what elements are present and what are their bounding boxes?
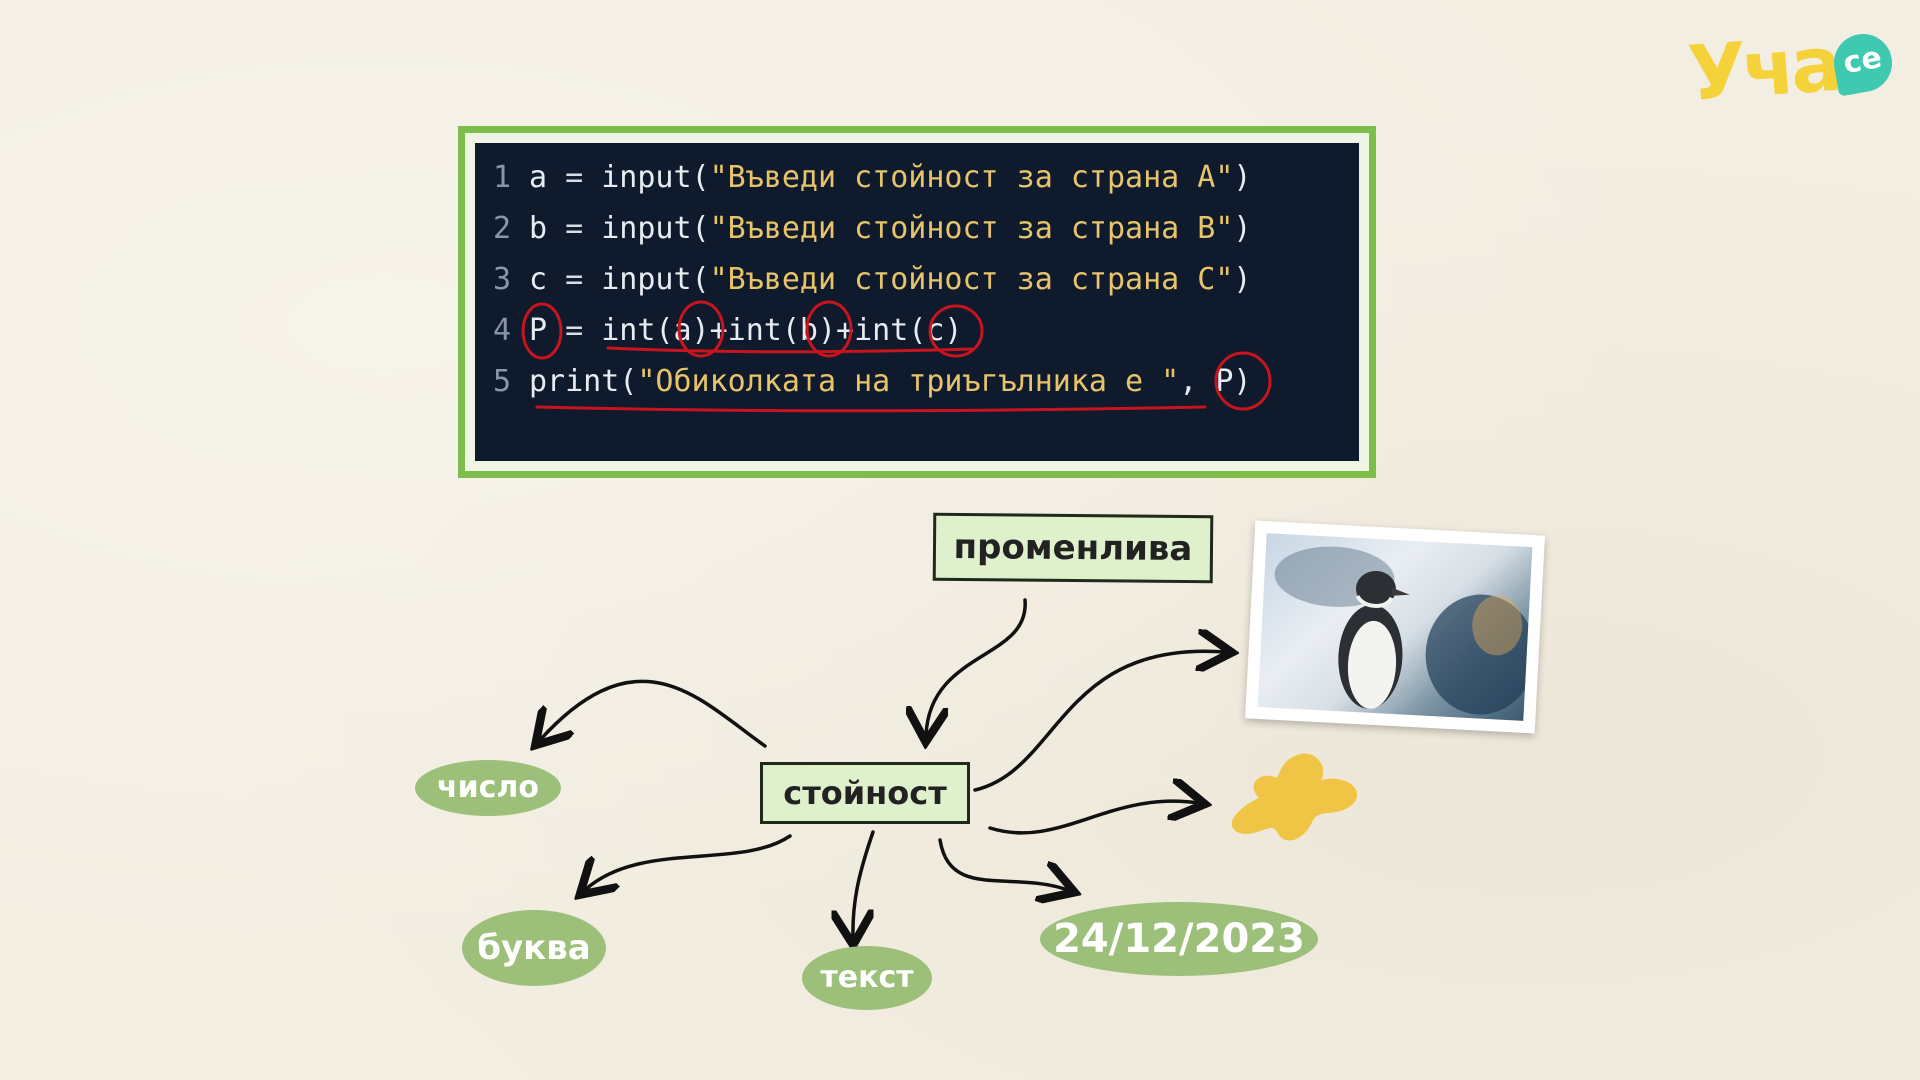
arrow-value-to-letter bbox=[585, 834, 792, 890]
code-function: input( bbox=[601, 160, 710, 195]
code-string: "Въведи стойност за страна B" bbox=[709, 211, 1234, 246]
line-number: 4 bbox=[493, 313, 512, 348]
code-end: , P) bbox=[1179, 364, 1252, 399]
code-operator: = bbox=[547, 160, 602, 195]
code-function: print( bbox=[529, 364, 638, 399]
line-number: 1 bbox=[493, 160, 512, 195]
text-pill: текст bbox=[802, 946, 932, 1010]
arrow-value-to-photo bbox=[973, 651, 1225, 792]
penguin-photo bbox=[1245, 520, 1545, 734]
arrow-value-to-number bbox=[540, 679, 767, 746]
date-pill: 24/12/2023 bbox=[1040, 902, 1318, 976]
code-string: "Въведи стойност за страна C" bbox=[709, 262, 1234, 297]
arrow-value-to-text bbox=[853, 830, 875, 938]
line-number: 5 bbox=[493, 364, 512, 399]
value-label-box: стойност bbox=[760, 762, 970, 824]
code-operator: = bbox=[547, 211, 602, 246]
code-line-5: 5 print("Обиколката на триъгълника е ", P… bbox=[493, 359, 1251, 405]
code-function: input( bbox=[601, 262, 710, 297]
code-variable: b bbox=[529, 211, 548, 246]
line-number: 2 bbox=[493, 211, 512, 246]
arrow-variable-to-value bbox=[926, 598, 1027, 735]
annotation-circle-P2 bbox=[1214, 351, 1272, 411]
letter-pill: буква bbox=[462, 910, 606, 986]
annotation-circle-c bbox=[928, 304, 984, 358]
code-end: ) bbox=[1233, 160, 1252, 195]
variable-label-box: променлива bbox=[932, 512, 1214, 584]
annotation-circle-P bbox=[521, 302, 563, 360]
code-function: input( bbox=[601, 211, 710, 246]
penguin-icon bbox=[1274, 546, 1533, 715]
code-variable: a bbox=[529, 160, 548, 195]
code-end: ) bbox=[1233, 262, 1252, 297]
yellow-blob-shape bbox=[1231, 753, 1358, 841]
red-annotations bbox=[521, 300, 1272, 413]
code-string: "Въведи стойност за страна A" bbox=[709, 160, 1234, 195]
code-function: int(a)+int(b)+int(c) bbox=[601, 313, 963, 348]
arrow-value-to-shape bbox=[988, 801, 1198, 835]
annotation-underline-4 bbox=[606, 346, 975, 354]
line-number: 3 bbox=[493, 262, 512, 297]
code-variable: c bbox=[529, 262, 548, 297]
arrow-value-to-date bbox=[938, 838, 1068, 890]
code-operator: = bbox=[547, 313, 602, 348]
code-string: "Обиколката на триъгълника е " bbox=[637, 364, 1180, 399]
annotation-circle-b bbox=[805, 300, 853, 358]
code-variable: P bbox=[529, 313, 548, 348]
annotation-circle-a bbox=[677, 300, 725, 358]
annotation-underline-5 bbox=[535, 405, 1207, 413]
number-pill: число bbox=[415, 760, 561, 816]
penguin-photo-image bbox=[1257, 533, 1533, 721]
code-end: ) bbox=[1233, 211, 1252, 246]
code-operator: = bbox=[547, 262, 602, 297]
